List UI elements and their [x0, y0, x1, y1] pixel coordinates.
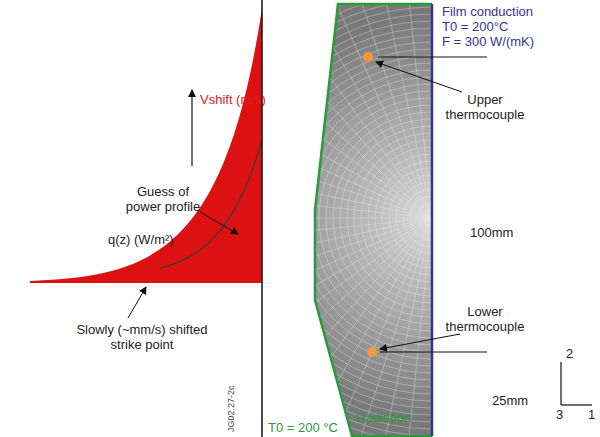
strike-point-note: Slowly (~mm/s) shifted strike point — [62, 322, 222, 352]
boundary-label: Radiation — [356, 410, 411, 425]
mesh — [132, 0, 600, 437]
dimension: 100mm — [470, 225, 513, 240]
thermocouple-label: Upper thermocouple — [440, 92, 530, 122]
leader-line — [200, 212, 238, 234]
boundary-label: Film conduction — [442, 4, 533, 19]
shift-arrow — [191, 90, 192, 166]
curve-label: Guess of power profile — [120, 184, 206, 214]
axis-line — [560, 362, 561, 405]
leader-line — [376, 62, 462, 92]
axis-number: 2 — [566, 346, 573, 361]
leader-line — [380, 334, 460, 349]
axis-number: 1 — [588, 407, 595, 422]
wall-line — [261, 0, 263, 437]
thermocouple-wire — [378, 57, 487, 58]
power-profile — [30, 8, 262, 283]
thermocouple-label: Lower thermocouple — [440, 304, 530, 334]
radiation-boundary — [315, 4, 432, 436]
axis-number: 3 — [556, 407, 563, 422]
axis-line — [561, 404, 592, 405]
boundary-value: T0 = 200°C — [442, 19, 508, 34]
figure-id: JG02.27-2c — [226, 385, 237, 432]
flux-label: q(z) (W/m²) — [108, 232, 174, 247]
boundary-value: T0 = 200 °C — [268, 420, 338, 435]
upper-thermocouple — [363, 52, 373, 62]
film-boundary — [431, 4, 434, 436]
leader-line — [128, 287, 146, 318]
thermocouple-wire — [380, 352, 487, 353]
dimension: 25mm — [492, 393, 528, 408]
boundary-value: F = 300 W/(mK) — [442, 34, 534, 49]
lower-thermocouple — [367, 347, 377, 357]
velocity-label: Vshift (m/s) — [200, 92, 266, 107]
